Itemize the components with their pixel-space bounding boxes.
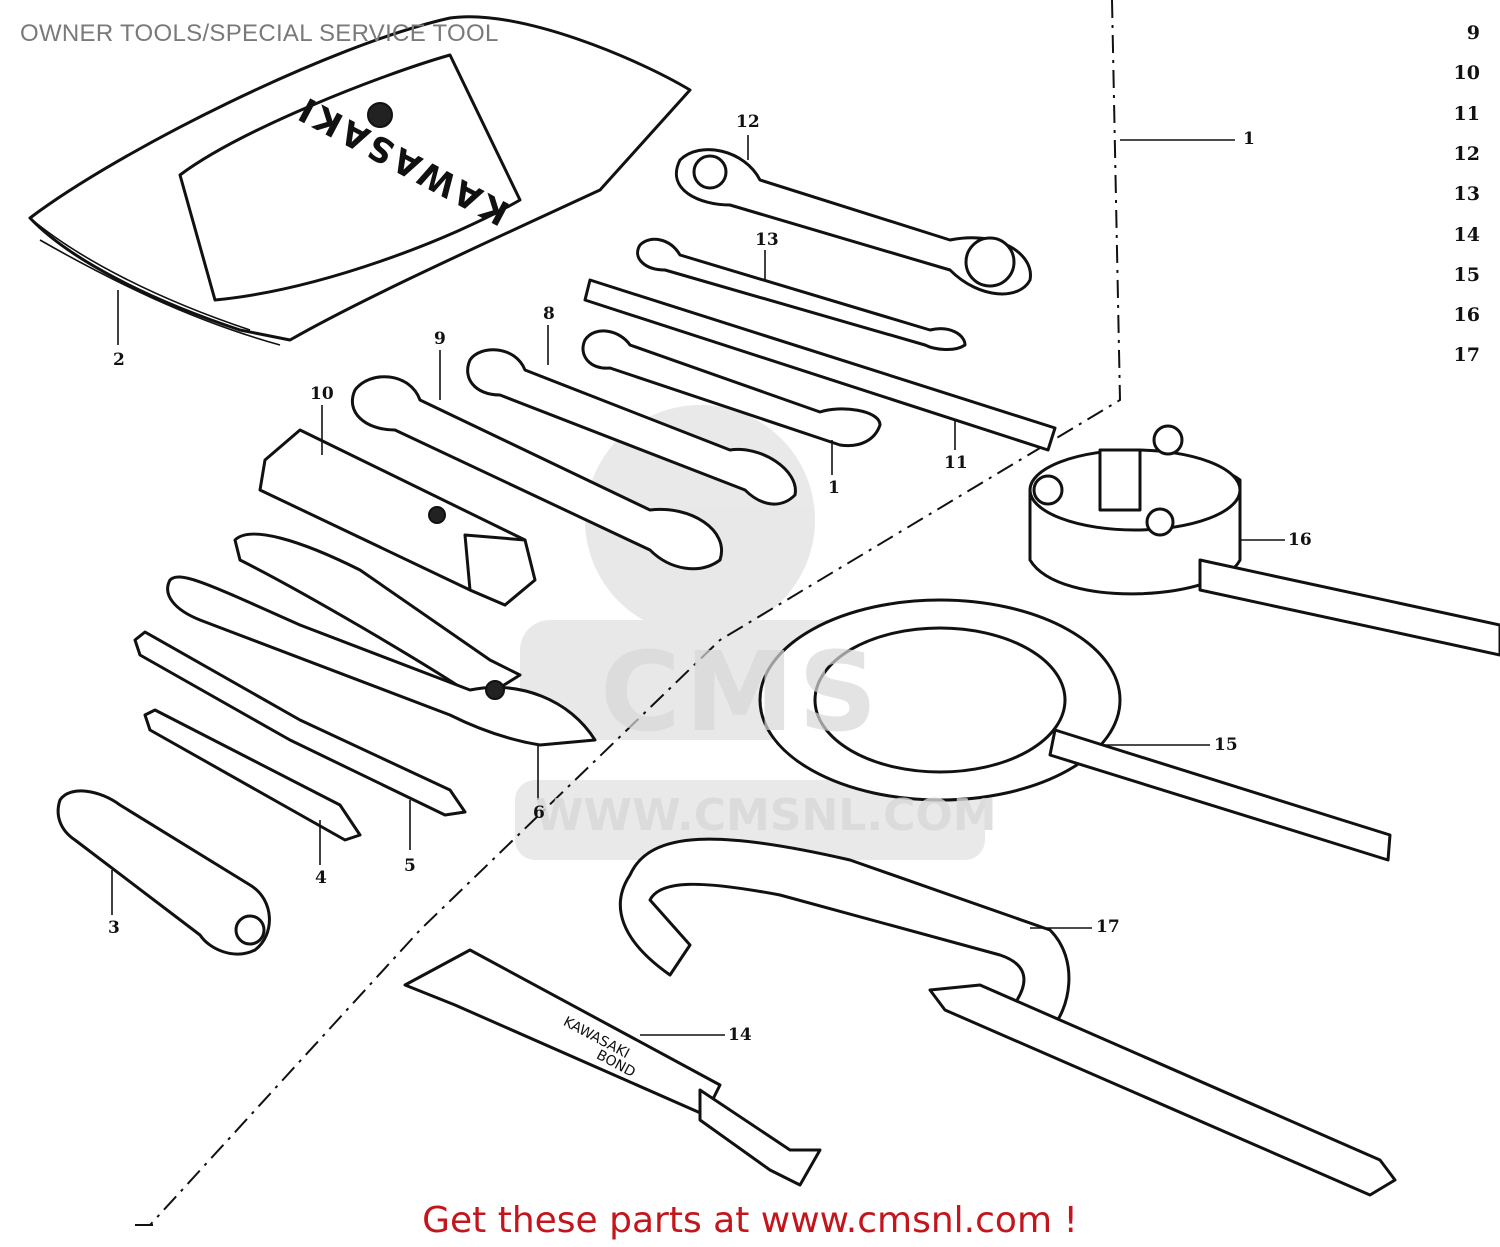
index-number: 13 — [1453, 183, 1480, 205]
tool-pouch — [28, 15, 692, 346]
callout-5: 5 — [404, 856, 416, 876]
index-number: 11 — [1453, 103, 1480, 125]
callout-6: 6 — [533, 803, 545, 823]
callout-3: 3 — [108, 918, 120, 938]
section-divider — [149, 0, 1122, 1226]
watermark-url-text: WWW.CMSNL.COM — [535, 790, 997, 841]
callout-9: 9 — [434, 329, 446, 349]
small-wrench-13 — [636, 237, 967, 351]
footer-parts-link[interactable]: Get these parts at www.cmsnl.com ! — [422, 1200, 1078, 1241]
pliers — [166, 532, 597, 747]
callout-16: 16 — [1288, 530, 1312, 550]
bond-tube — [403, 948, 822, 1187]
index-number: 9 — [1466, 22, 1480, 44]
open-wrench-8 — [466, 348, 797, 506]
watermark-cms-text: CMS — [600, 628, 882, 756]
index-number: 17 — [1453, 344, 1480, 366]
index-number: 10 — [1453, 62, 1480, 84]
callout-17: 17 — [1096, 917, 1120, 937]
callout-12: 12 — [736, 112, 760, 132]
ring-wrench — [674, 148, 1032, 296]
callout-1: 1 — [1243, 129, 1255, 149]
callout-8: 8 — [543, 304, 555, 324]
callout-11: 11 — [944, 453, 968, 473]
tommy-bar — [583, 278, 1057, 452]
clutch-holder — [758, 598, 1392, 862]
index-number: 16 — [1453, 304, 1480, 326]
open-wrench-9 — [350, 375, 724, 571]
callout-7: 1 — [828, 478, 840, 498]
screwdriver-handle — [56, 789, 271, 956]
callout-2: 2 — [113, 350, 125, 370]
callout-15: 15 — [1214, 735, 1238, 755]
callout-4: 4 — [315, 868, 327, 888]
callout-13: 13 — [755, 230, 779, 250]
screwdriver-bit-4 — [143, 708, 362, 842]
index-number: 14 — [1453, 224, 1480, 246]
c-clamp-tool — [618, 837, 1397, 1197]
flywheel-puller — [1028, 424, 1500, 657]
small-wrench-7 — [581, 329, 882, 448]
box-spanner — [258, 428, 537, 607]
leader-lines — [111, 135, 1285, 1036]
index-number: 12 — [1453, 143, 1480, 165]
index-number: 15 — [1453, 264, 1480, 286]
diagram-title: OWNER TOOLS/SPECIAL SERVICE TOOL — [20, 20, 499, 47]
callout-10: 10 — [310, 384, 334, 404]
callout-14: 14 — [728, 1025, 752, 1045]
screwdriver-blade-5 — [133, 630, 467, 817]
